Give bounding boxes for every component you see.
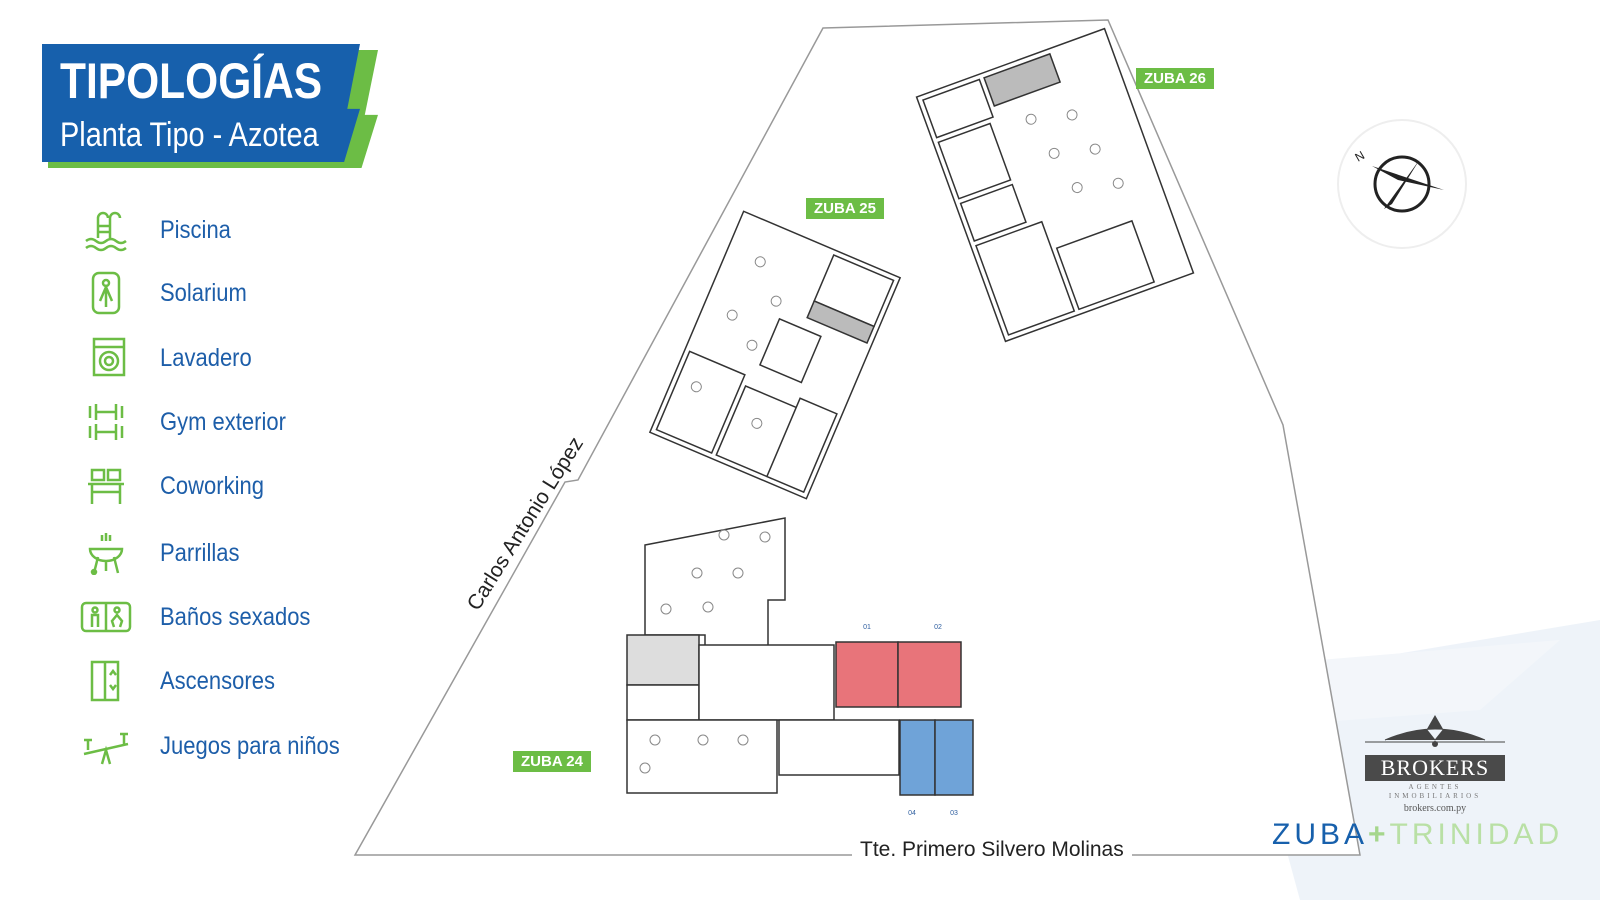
building-zuba-24-plan [626, 517, 974, 796]
dumbbell-icon [88, 404, 124, 440]
legend-item-piscina: Piscina [80, 205, 241, 255]
brokers-name: BROKERS [1365, 755, 1505, 781]
building-zuba-26-plan [915, 27, 1195, 343]
building-tag-zuba-26: ZUBA 26 [1136, 68, 1214, 89]
legend-item-lavadero: Lavadero [80, 333, 264, 383]
building-zuba-25-plan [648, 210, 902, 500]
brokers-tagline: AGENTES INMOBILIARIOS [1388, 783, 1482, 800]
legend-item-banos: Baños sexados [80, 592, 331, 642]
solarium-icon [91, 271, 121, 315]
grill-icon [88, 533, 124, 575]
legend-item-coworking: Coworking [80, 461, 278, 511]
desk-icon [88, 468, 124, 504]
unit-label-03: 03 [950, 810, 958, 817]
seesaw-icon [83, 732, 129, 765]
brokers-ornament-icon [1365, 714, 1505, 747]
restroom-icon [80, 601, 132, 633]
legend-item-juegos: Juegos para niños [80, 721, 364, 771]
unit-03-blue [934, 719, 974, 796]
north-compass-icon: N [1337, 119, 1467, 249]
unit-01-red [835, 641, 899, 708]
unit-label-01: 01 [863, 624, 871, 631]
page-title: TIPOLOGÍAS [60, 53, 323, 109]
unit-label-04: 04 [908, 810, 916, 817]
legend-item-gym: Gym exterior [80, 397, 303, 447]
brokers-logo: BROKERS AGENTES INMOBILIARIOS brokers.co… [1365, 712, 1505, 815]
elevator-icon [90, 660, 120, 702]
unit-02-red [897, 641, 962, 708]
legend-item-parrillas: Parrillas [80, 528, 250, 578]
page-subtitle: Planta Tipo - Azotea [60, 116, 319, 154]
building-tag-zuba-25: ZUBA 25 [806, 198, 884, 219]
washing-machine-icon [92, 337, 126, 377]
unit-label-02: 02 [934, 624, 942, 631]
brokers-url: brokers.com.py [1403, 803, 1467, 814]
pool-icon [85, 211, 127, 252]
legend-item-ascensores: Ascensores [80, 656, 291, 706]
title-banner: TIPOLOGÍAS Planta Tipo - Azotea [42, 44, 378, 168]
legend-item-solarium: Solarium [80, 268, 259, 318]
unit-04-blue [899, 719, 936, 796]
street-label-silvero-molinas: Tte. Primero Silvero Molinas [852, 838, 1132, 862]
building-tag-zuba-24: ZUBA 24 [513, 751, 591, 772]
zuba-trinidad-logo: ZUBA+TRINIDAD [1272, 818, 1564, 851]
